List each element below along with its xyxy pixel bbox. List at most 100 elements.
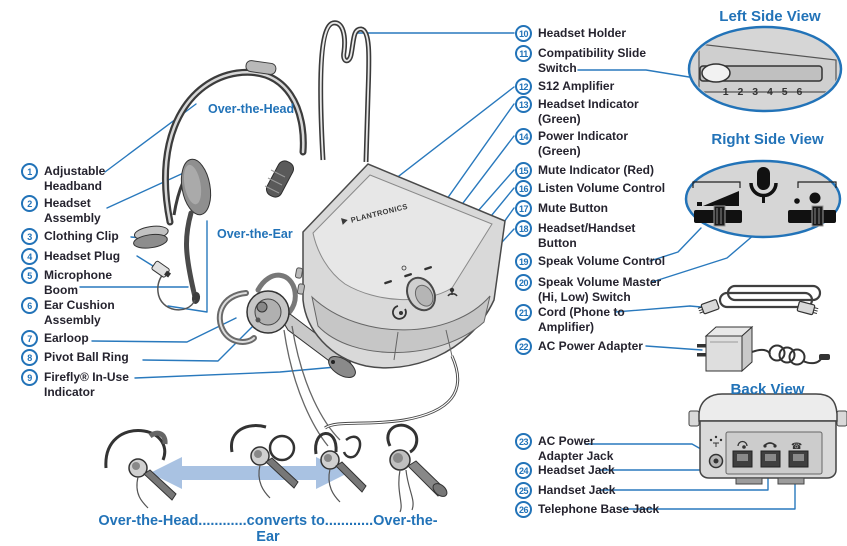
over-the-ear-label: Over-the-Ear xyxy=(217,227,293,241)
phone-cord-drawing xyxy=(697,284,822,316)
callout-2: 2 Headset Assembly xyxy=(21,195,101,225)
compatibility-slide-knob xyxy=(701,63,731,83)
step-over-ear xyxy=(386,423,448,513)
callout-12: 12 S12 Amplifier xyxy=(515,78,614,95)
callout-number: 21 xyxy=(515,304,532,321)
callout-label: Firefly® In-Use Indicator xyxy=(44,370,129,399)
callout-17: 17 Mute Button xyxy=(515,200,608,217)
ac-adapter-drawing xyxy=(697,325,830,373)
callout-label: Mute Button xyxy=(538,201,608,215)
clothing-clip xyxy=(133,225,169,249)
callout-number: 6 xyxy=(21,297,38,314)
telephone-icon: ☎ xyxy=(791,442,802,452)
pivot-ball-ring xyxy=(256,301,268,313)
speak-volume-control-slider xyxy=(694,205,742,227)
callout-number: 16 xyxy=(515,180,532,197)
indicator-lights xyxy=(384,266,432,285)
left-side-view-inset xyxy=(687,25,843,113)
callout-number: 11 xyxy=(515,45,532,62)
right-side-view-inset xyxy=(684,159,842,239)
callout-24: 24 Headset Jack xyxy=(515,462,615,479)
mic-capsule xyxy=(265,160,295,198)
power-icon xyxy=(709,435,723,447)
over-head-headset-drawing xyxy=(133,60,307,311)
compatibility-slide-track xyxy=(699,65,823,82)
callout-9: 9 Firefly® In-Use Indicator xyxy=(21,369,129,399)
callout-number: 19 xyxy=(515,253,532,270)
callout-16: 16 Listen Volume Control xyxy=(515,180,665,197)
step-band-loose xyxy=(230,424,299,499)
callout-19: 19 Speak Volume Control xyxy=(515,253,665,270)
callout-23: 23 AC Power Adapter Jack xyxy=(515,433,613,463)
headset-button-icon xyxy=(392,305,407,320)
callout-label: Headset/Handset Button xyxy=(538,221,636,250)
callout-18: 18 Headset/Handset Button xyxy=(515,220,635,250)
callout-25: 25 Handset Jack xyxy=(515,482,615,499)
callout-label: Pivot Ball Ring xyxy=(44,350,129,364)
callout-number: 4 xyxy=(21,248,38,265)
back-view-drawing: ☎ xyxy=(688,393,847,485)
callout-label: Cord (Phone to Amplifier) xyxy=(538,305,625,334)
callout-20: 20 Speak Volume Master (Hi, Low) Switch xyxy=(515,274,661,304)
callout-number: 1 xyxy=(21,163,38,180)
callout-number: 13 xyxy=(515,96,532,113)
brand-mark xyxy=(341,218,348,225)
headband-pad xyxy=(245,60,277,75)
callout-number: 10 xyxy=(515,25,532,42)
microphone-icon xyxy=(749,167,778,203)
callout-number: 3 xyxy=(21,228,38,245)
speak-volume-master-switch xyxy=(788,205,836,227)
callout-label: Mute Indicator (Red) xyxy=(538,163,654,177)
callout-number: 14 xyxy=(515,128,532,145)
ear-cushion xyxy=(180,158,212,216)
center-rocker-button xyxy=(406,276,436,312)
callout-label: Compatibility Slide Switch xyxy=(538,46,647,75)
callout-number: 12 xyxy=(515,78,532,95)
callout-label: Telephone Base Jack xyxy=(538,502,660,516)
headset-jack-icon xyxy=(737,440,748,449)
callout-8: 8 Pivot Ball Ring xyxy=(21,349,129,366)
callout-label: AC Power Adapter xyxy=(538,339,643,353)
over-the-head-label: Over-the-Head xyxy=(208,102,295,116)
callout-label: Headset Assembly xyxy=(44,196,101,225)
step-over-head xyxy=(104,429,177,509)
callout-number: 25 xyxy=(515,482,532,499)
callout-number: 8 xyxy=(21,349,38,366)
callout-label: Headset Indicator (Green) xyxy=(538,97,639,126)
callout-label: Power Indicator (Green) xyxy=(538,129,629,158)
amplifier-drawing: PLANTRONICS xyxy=(294,20,506,430)
conversion-illustration xyxy=(104,423,448,513)
back-view-heading: Back View xyxy=(730,381,805,398)
callout-number: 24 xyxy=(515,462,532,479)
callout-number: 17 xyxy=(515,200,532,217)
conversion-caption: Over-the-Head............converts to....… xyxy=(98,513,438,545)
callout-label: Earloop xyxy=(44,331,89,345)
callout-1: 1 Adjustable Headband xyxy=(21,163,105,193)
volume-ramp-icon xyxy=(703,191,739,206)
over-ear-headset-drawing xyxy=(216,272,356,447)
callout-22: 22 AC Power Adapter xyxy=(515,338,643,355)
left-side-view-heading: Left Side View xyxy=(719,8,821,25)
callout-label: Speak Volume Control xyxy=(538,254,666,268)
callout-number: 20 xyxy=(515,274,532,291)
callout-5: 5 Microphone Boom xyxy=(21,267,112,297)
callout-4: 4 Headset Plug xyxy=(21,248,120,265)
slide-switch-scale: 1 2 3 4 5 6 xyxy=(722,86,806,98)
callout-number: 5 xyxy=(21,267,38,284)
callout-number: 15 xyxy=(515,162,532,179)
callout-label: Clothing Clip xyxy=(44,229,119,243)
callout-number: 2 xyxy=(21,195,38,212)
callout-label: Listen Volume Control xyxy=(538,181,666,195)
callout-number: 22 xyxy=(515,338,532,355)
callout-label: S12 Amplifier xyxy=(538,79,615,93)
callout-14: 14 Power Indicator (Green) xyxy=(515,128,628,158)
callout-number: 18 xyxy=(515,220,532,237)
double-arrow xyxy=(150,457,348,489)
mute-button-icon xyxy=(447,287,458,297)
callout-label: Microphone Boom xyxy=(44,268,112,297)
callout-15: 15 Mute Indicator (Red) xyxy=(515,162,654,179)
right-side-view-heading: Right Side View xyxy=(711,131,824,148)
callout-number: 23 xyxy=(515,433,532,450)
step-loop-swap xyxy=(314,432,367,503)
